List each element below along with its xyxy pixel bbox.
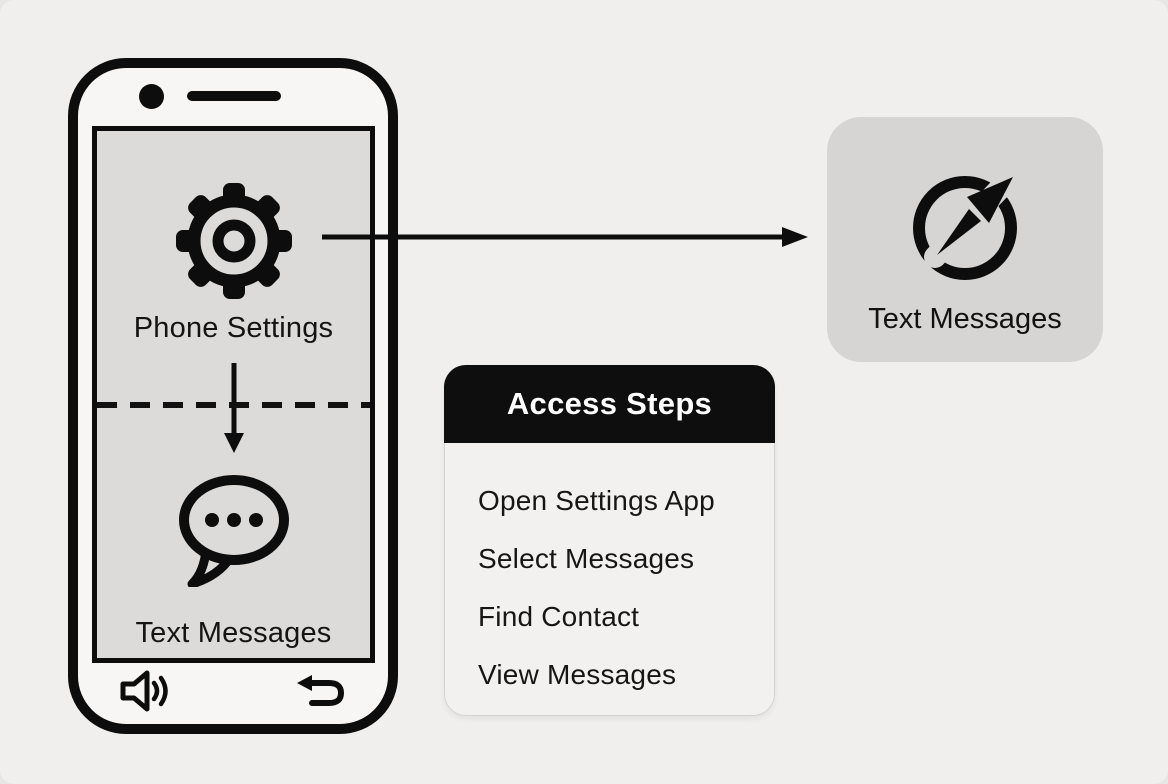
access-steps-card: Access Steps Open Settings App Select Me… (444, 365, 775, 716)
chat-bubble-icon (179, 475, 289, 587)
down-arrow (224, 363, 244, 453)
gear-icon (176, 183, 292, 299)
step-item: Select Messages (478, 543, 695, 574)
access-steps-list: Open Settings App Select Messages Find C… (478, 472, 715, 704)
dashed-divider (97, 402, 370, 408)
step-item: Open Settings App (478, 485, 715, 516)
access-steps-title: Access Steps (506, 386, 713, 421)
back-icon (297, 675, 344, 706)
compass-arrow-icon (913, 170, 1018, 280)
step-item: Find Contact (478, 601, 640, 632)
access-steps-header: Access Steps (444, 365, 775, 443)
earpiece-speaker-bar (187, 91, 281, 101)
camera-dot (139, 84, 164, 109)
phone-text-messages-label: Text Messages (135, 617, 332, 649)
right-arrow (322, 227, 808, 247)
speaker-icon (120, 670, 168, 712)
app-shortcut-label: Text Messages (868, 303, 1062, 335)
step-item: View Messages (478, 659, 677, 690)
phone-settings-label: Phone Settings (133, 312, 334, 344)
